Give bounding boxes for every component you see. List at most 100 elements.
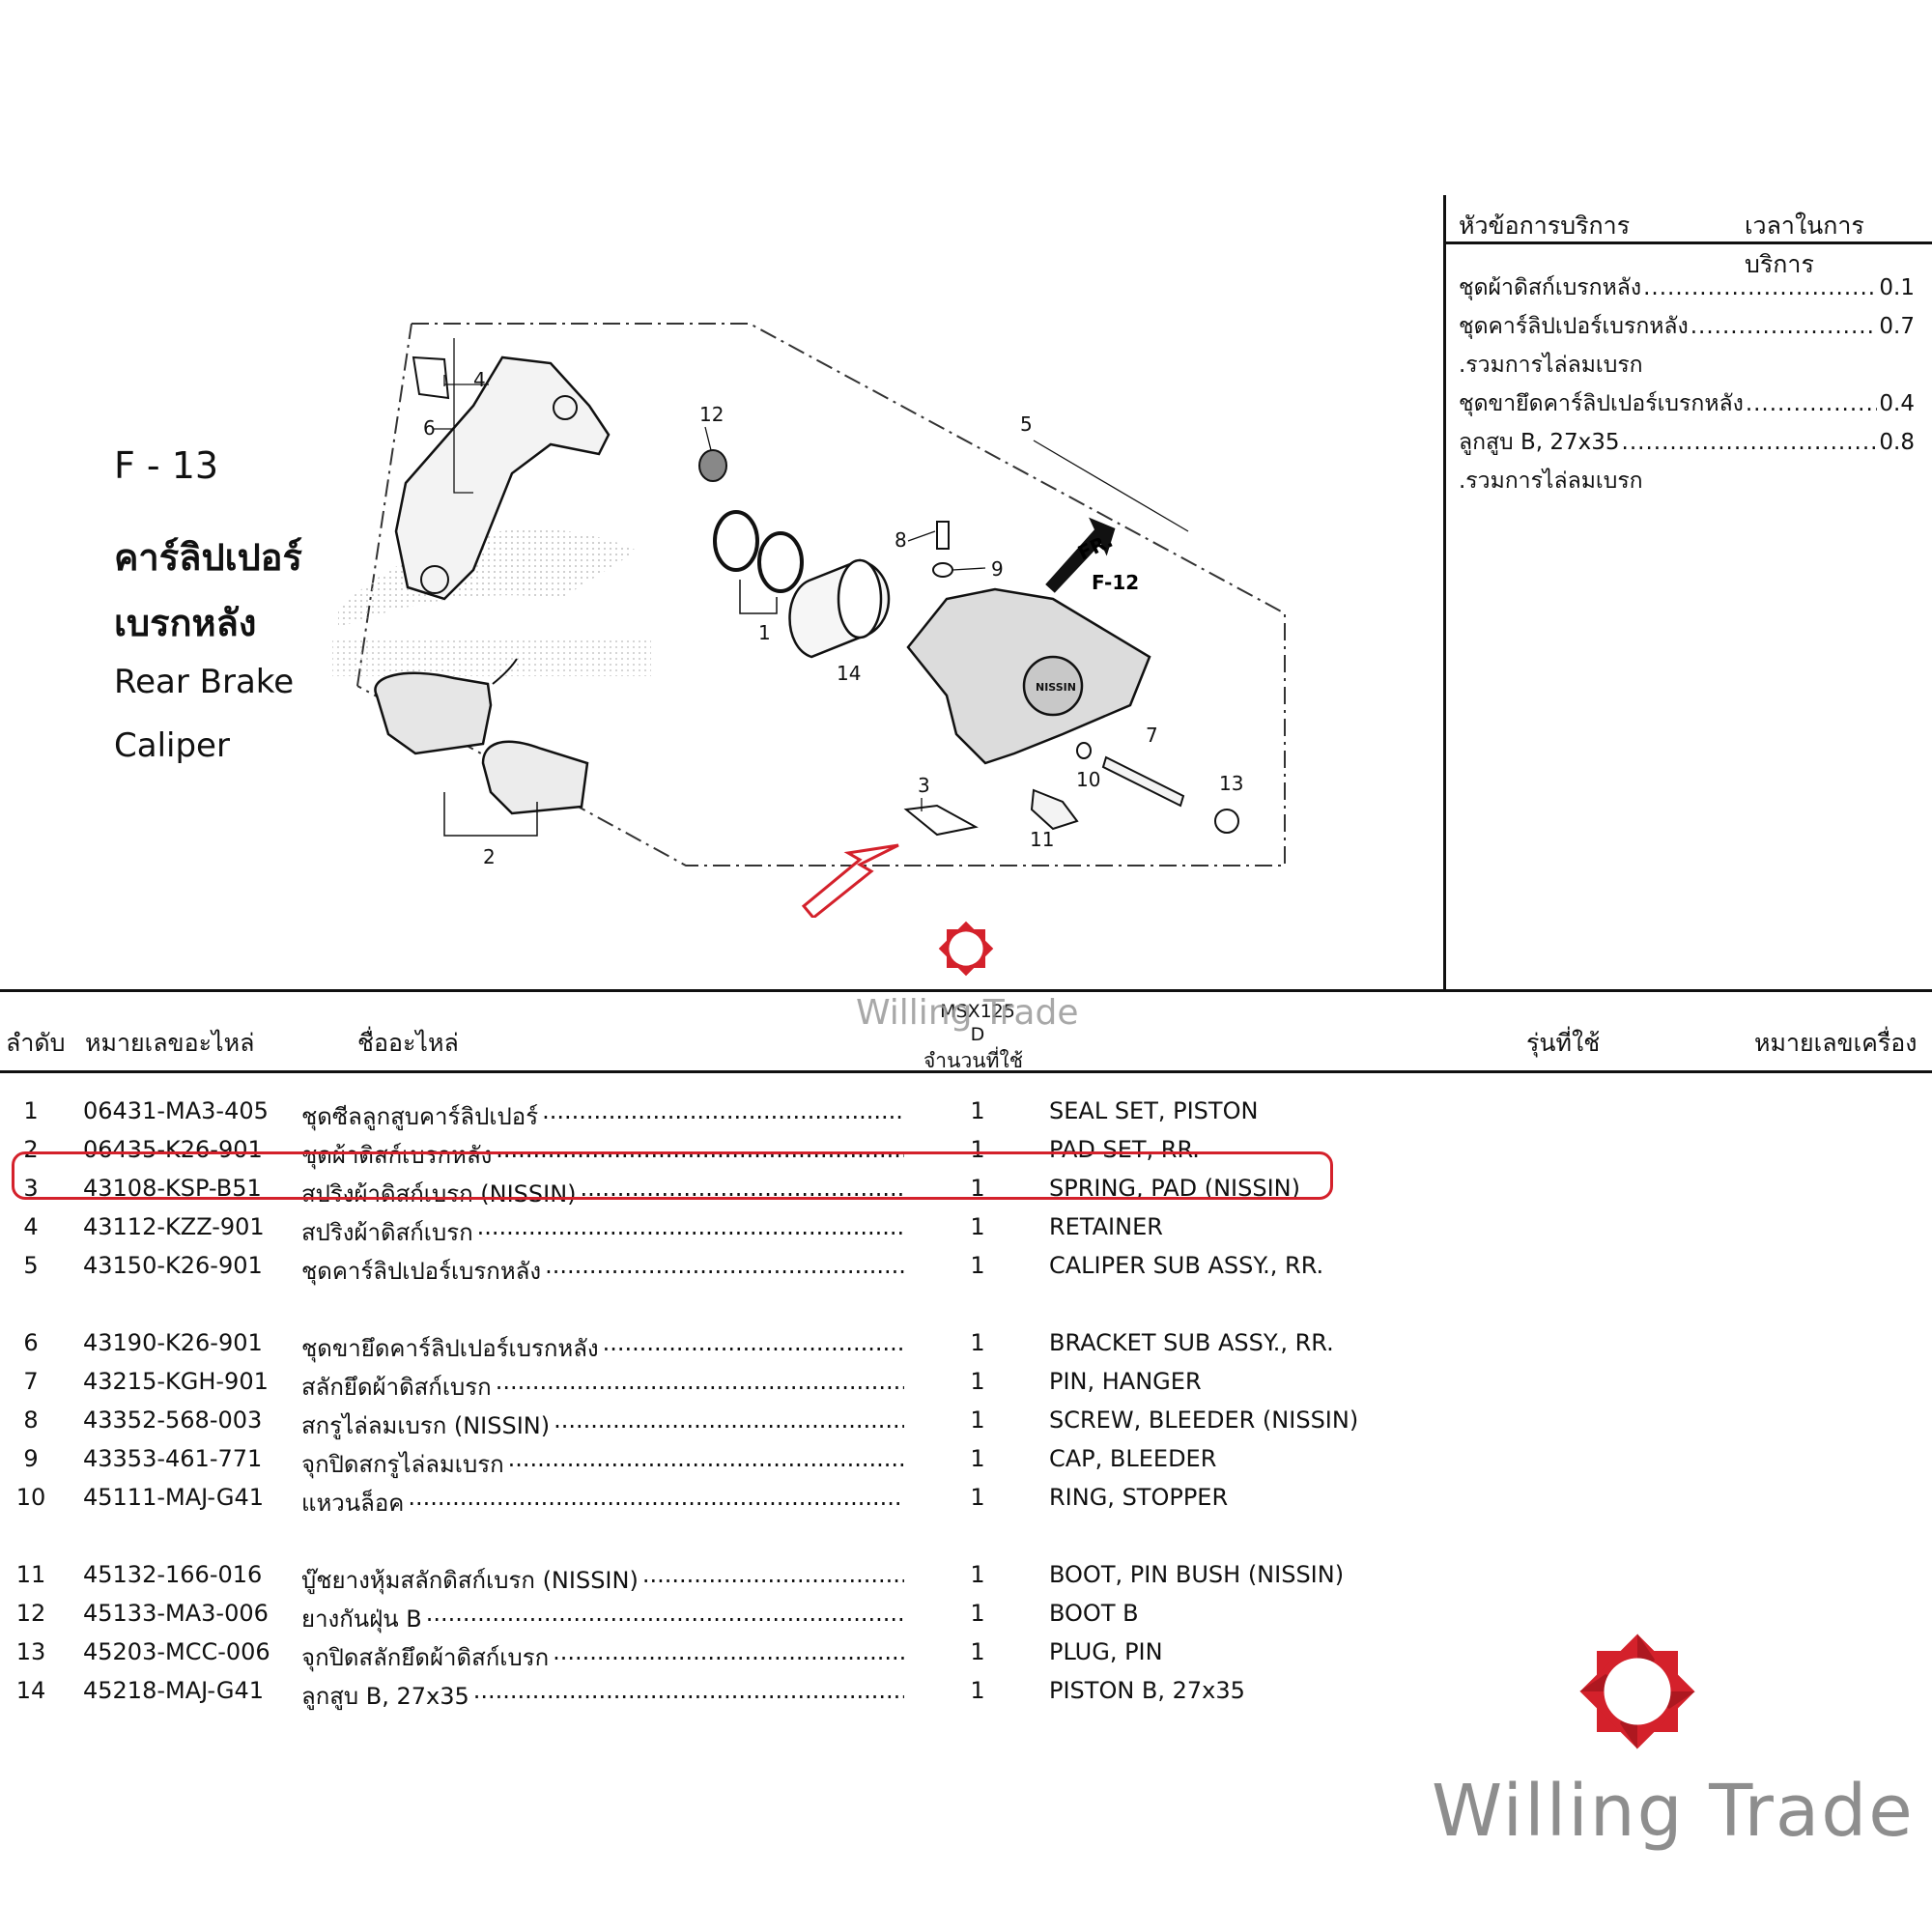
title-thai-line1: คาร์ลิปเปอร์ bbox=[114, 536, 302, 579]
row-part-name-english: PLUG, PIN bbox=[1049, 1638, 1163, 1665]
callout-number: 12 bbox=[699, 403, 724, 426]
service-item: ชุดผ้าดิสก์เบรกหลัง 0.1 bbox=[1459, 270, 1915, 305]
table-row: 1 06431-MA3-405 ชุดซีลลูกสูบคาร์ลิปเปอร์ 1 S… bbox=[0, 1097, 1449, 1132]
seal-ring-part bbox=[713, 510, 759, 572]
row-part-name-text: ลูกสูบ B, 27x35 bbox=[301, 1683, 469, 1710]
service-item-label: ชุดขายึดคาร์ลิปเปอร์เบรกหลัง bbox=[1459, 391, 1744, 416]
row-quantity: 1 bbox=[970, 1329, 985, 1356]
row-part-number: 06431-MA3-405 bbox=[83, 1097, 269, 1124]
row-part-name-text: ชุดซีลลูกสูบคาร์ลิปเปอร์ bbox=[301, 1103, 539, 1130]
callout-number: 7 bbox=[1146, 724, 1158, 747]
row-part-number: 06435-K26-901 bbox=[83, 1136, 263, 1163]
row-part-name-english: PIN, HANGER bbox=[1049, 1368, 1202, 1395]
row-part-name-thai: ชุดซีลลูกสูบคาร์ลิปเปอร์ bbox=[301, 1097, 904, 1135]
column-header-quantity: จำนวนที่ใช้ bbox=[923, 1049, 1023, 1072]
column-header-model: MSX125 bbox=[940, 1001, 1015, 1022]
callout-number: 6 bbox=[423, 416, 436, 440]
callout-number: 9 bbox=[991, 557, 1004, 581]
row-part-number: 43190-K26-901 bbox=[83, 1329, 263, 1356]
table-row: 543150-K26-901ชุดคาร์ลิปเปอร์เบรกหลัง1CA… bbox=[0, 1252, 1449, 1287]
row-quantity: 1 bbox=[970, 1368, 985, 1395]
highlight-arrow-icon bbox=[801, 843, 899, 918]
brake-pad-part bbox=[481, 740, 589, 815]
column-header-engine-number: หมายเลขเครื่อง bbox=[1754, 1029, 1918, 1057]
service-item-time: 0.1 bbox=[1879, 275, 1915, 300]
row-number: 8 bbox=[23, 1406, 39, 1434]
bleeder-cap-part bbox=[932, 562, 953, 578]
brake-pad-part bbox=[374, 671, 493, 755]
row-part-name-english: CALIPER SUB ASSY., RR. bbox=[1049, 1252, 1324, 1279]
row-part-name-text: สกรูไล่ลมเบรก (NISSIN) bbox=[301, 1412, 551, 1439]
row-part-name-text: สปริงผ้าดิสก์เบรก bbox=[301, 1219, 473, 1246]
brand-watermark-small: Willing Trade bbox=[856, 993, 1079, 1033]
service-item: ลูกสูบ B, 27x350.8 bbox=[1459, 425, 1915, 460]
row-part-name-thai: ยางกันฝุ่น B bbox=[301, 1600, 904, 1637]
service-item-note: .รวมการไล่ลมเบรก bbox=[1459, 469, 1643, 494]
callout-number: 11 bbox=[1030, 828, 1054, 851]
row-part-number: 45133-MA3-006 bbox=[83, 1600, 269, 1627]
row-number: 13 bbox=[15, 1638, 46, 1665]
row-part-name-text: จุกปิดสลักยึดผ้าดิสก์เบรก bbox=[301, 1644, 550, 1671]
row-number: 11 bbox=[15, 1561, 46, 1588]
row-number: 6 bbox=[23, 1329, 39, 1356]
row-number: 1 bbox=[23, 1097, 39, 1124]
row-quantity: 1 bbox=[970, 1638, 985, 1665]
row-part-name-english: CAP, BLEEDER bbox=[1049, 1445, 1217, 1472]
callout-number: 4 bbox=[473, 368, 486, 391]
row-part-name-text: แหวนล็อค bbox=[301, 1490, 405, 1517]
row-quantity: 1 bbox=[970, 1484, 985, 1511]
row-part-name-thai: สปริงผ้าดิสก์เบรก (NISSIN) bbox=[301, 1175, 904, 1212]
bleeder-screw-part bbox=[936, 521, 950, 550]
row-part-name-english: BRACKET SUB ASSY., RR. bbox=[1049, 1329, 1334, 1356]
row-part-number: 43215-KGH-901 bbox=[83, 1368, 269, 1395]
row-part-name-english: SCREW, BLEEDER (NISSIN) bbox=[1049, 1406, 1359, 1434]
row-number: 4 bbox=[23, 1213, 39, 1240]
row-part-name-thai: สกรูไล่ลมเบรก (NISSIN) bbox=[301, 1406, 904, 1444]
brand-logo-small-icon bbox=[938, 921, 994, 977]
service-item: ชุดขายึดคาร์ลิปเปอร์เบรกหลัง0.4 bbox=[1459, 386, 1915, 421]
reference-label: F-12 bbox=[1092, 571, 1139, 594]
wing-watermark-icon bbox=[338, 528, 638, 628]
table-header-rule bbox=[0, 1070, 1932, 1073]
row-part-name-thai: สลักยึดผ้าดิสก์เบรก bbox=[301, 1368, 904, 1406]
row-quantity: 1 bbox=[970, 1406, 985, 1434]
row-quantity: 1 bbox=[970, 1213, 985, 1240]
service-header-topic: หัวข้อการบริการ bbox=[1459, 212, 1631, 240]
row-part-name-english: BOOT B bbox=[1049, 1600, 1139, 1627]
callout-number: 2 bbox=[483, 845, 496, 868]
row-quantity: 1 bbox=[970, 1600, 985, 1627]
pin-plug-part bbox=[1214, 809, 1239, 834]
title-english-line2: Caliper bbox=[114, 726, 230, 765]
brand-wordmark: Willing Trade bbox=[1432, 1770, 1915, 1853]
row-part-name-thai: สปริงผ้าดิสก์เบรก bbox=[301, 1213, 904, 1251]
row-number: 9 bbox=[23, 1445, 39, 1472]
row-quantity: 1 bbox=[970, 1136, 985, 1163]
row-part-name-text: ชุดขายึดคาร์ลิปเปอร์เบรกหลัง bbox=[301, 1335, 599, 1362]
row-number: 12 bbox=[15, 1600, 46, 1627]
row-quantity: 1 bbox=[970, 1097, 985, 1124]
row-part-name-thai: จุกปิดสลักยึดผ้าดิสก์เบรก bbox=[301, 1638, 904, 1676]
row-part-name-thai: ชุดขายึดคาร์ลิปเปอร์เบรกหลัง bbox=[301, 1329, 904, 1367]
row-part-number: 45111-MAJ-G41 bbox=[83, 1484, 265, 1511]
service-item-label: ชุดคาร์ลิปเปอร์เบรกหลัง bbox=[1459, 314, 1689, 339]
row-quantity: 1 bbox=[970, 1175, 985, 1202]
service-item-label: ชุดผ้าดิสก์เบรกหลัง bbox=[1459, 275, 1642, 300]
row-part-name-english: SEAL SET, PISTON bbox=[1049, 1097, 1259, 1124]
service-item-time: 0.8 bbox=[1879, 430, 1915, 455]
row-part-name-english: PAD SET, RR. bbox=[1049, 1136, 1200, 1163]
row-number: 3 bbox=[23, 1175, 39, 1202]
title-english-line1: Rear Brake bbox=[114, 663, 295, 701]
row-part-name-thai: จุกปิดสกรูไล่ลมเบรก bbox=[301, 1445, 904, 1483]
row-quantity: 1 bbox=[970, 1252, 985, 1279]
column-header-models-used: รุ่นที่ใช้ bbox=[1526, 1029, 1601, 1057]
row-part-name-thai: แหวนล็อค bbox=[301, 1484, 904, 1521]
row-part-name-english: PISTON B, 27x35 bbox=[1049, 1677, 1245, 1704]
row-part-name-thai: ชุดผ้าดิสก์เบรกหลัง bbox=[301, 1136, 904, 1174]
seal-ring-part bbox=[757, 531, 804, 593]
row-part-number: 45218-MAJ-G41 bbox=[83, 1677, 265, 1704]
row-part-name-text: ชุดผ้าดิสก์เบรกหลัง bbox=[301, 1142, 493, 1169]
